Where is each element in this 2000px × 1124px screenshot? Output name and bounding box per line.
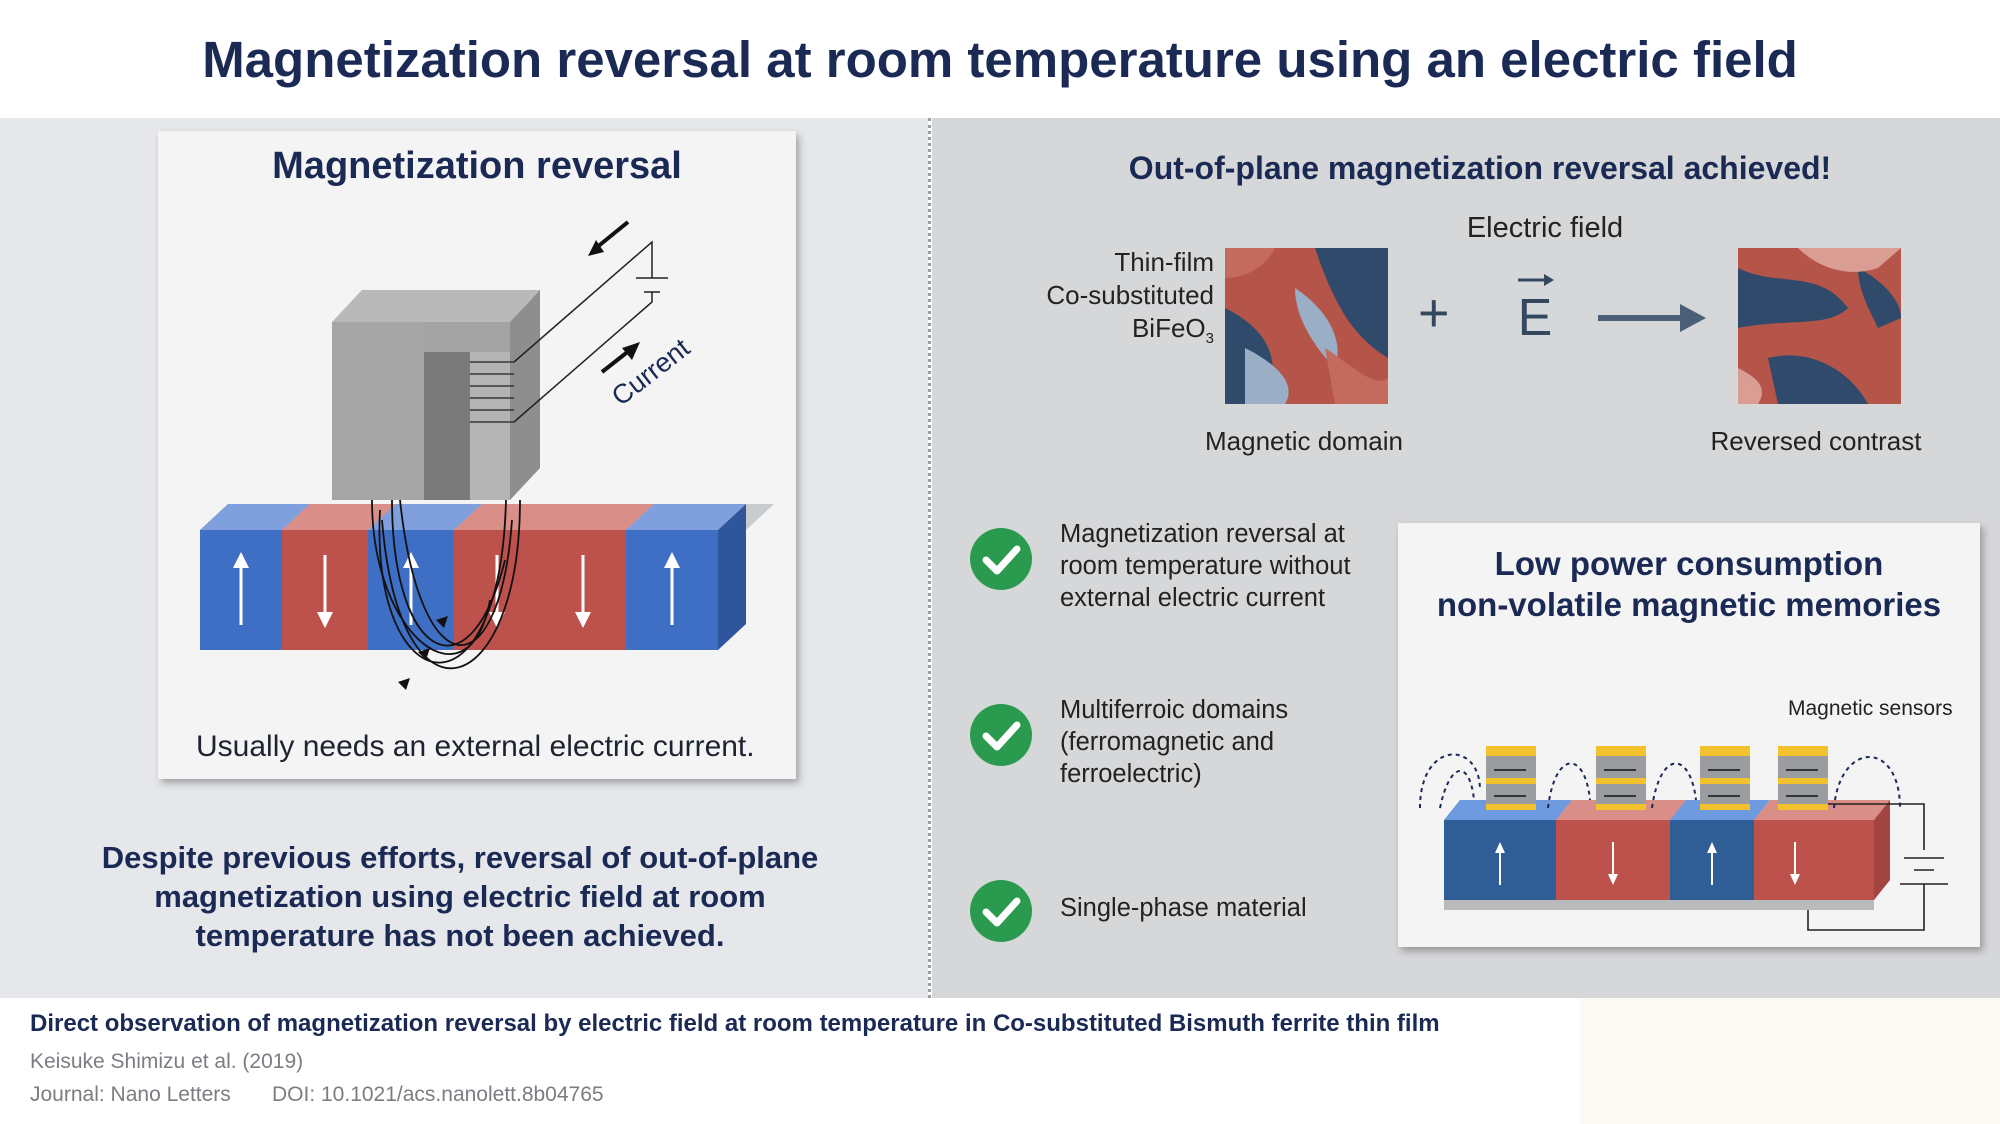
check-item-room-temp: Magnetization reversal at room temperatu… <box>970 520 1390 628</box>
checkmark-icon <box>970 528 1032 590</box>
card-title: Magnetization reversal <box>272 145 682 187</box>
footer-accent <box>1580 998 2000 1124</box>
right-title: Out-of-plane magnetization reversal achi… <box>1128 150 1832 186</box>
check-item-single-phase: Single-phase material <box>970 880 1390 950</box>
page-title: Magnetization reversal at room temperatu… <box>202 30 1798 88</box>
transform-arrow-icon <box>1598 304 1706 332</box>
magnetic-domain-image <box>1225 248 1388 404</box>
paper-title: Direct observation of magnetization reve… <box>30 1010 1440 1037</box>
magnetic-domain-label: Magnetic domain <box>1205 426 1403 456</box>
checkmark-icon <box>970 704 1032 766</box>
panel-divider <box>928 118 931 998</box>
reversed-contrast-label: Reversed contrast <box>1710 426 1922 456</box>
checkmark-icon <box>970 880 1032 942</box>
vector-arrow-icon <box>1518 274 1554 286</box>
thin-film-label: Thin-film Co-substituted BiFeO3 <box>1046 247 1214 348</box>
despite-statement: Despite previous efforts, reversal of ou… <box>101 840 819 953</box>
paper-doi: DOI: 10.1021/acs.nanolett.8b04765 <box>272 1083 604 1106</box>
check-item-multiferroic: Multiferroic domains (ferromagnetic and … <box>970 696 1390 804</box>
e-field-symbol: E <box>1514 272 1556 348</box>
magnetic-sensors-label: Magnetic sensors <box>1788 697 1953 720</box>
title-bar: Magnetization reversal at room temperatu… <box>0 0 2000 118</box>
plus-symbol: + <box>1418 283 1450 343</box>
footer <box>0 998 2000 1124</box>
paper-journal: Journal: Nano Letters <box>30 1083 231 1106</box>
paper-authors: Keisuke Shimizu et al. (2019) <box>30 1050 304 1073</box>
electric-field-label: Electric field <box>1466 212 1624 244</box>
memory-card-title: Low power consumption non-volatile magne… <box>1436 545 1942 623</box>
reversed-contrast-image <box>1738 248 1901 404</box>
left-caption: Usually needs an external electric curre… <box>196 730 755 763</box>
